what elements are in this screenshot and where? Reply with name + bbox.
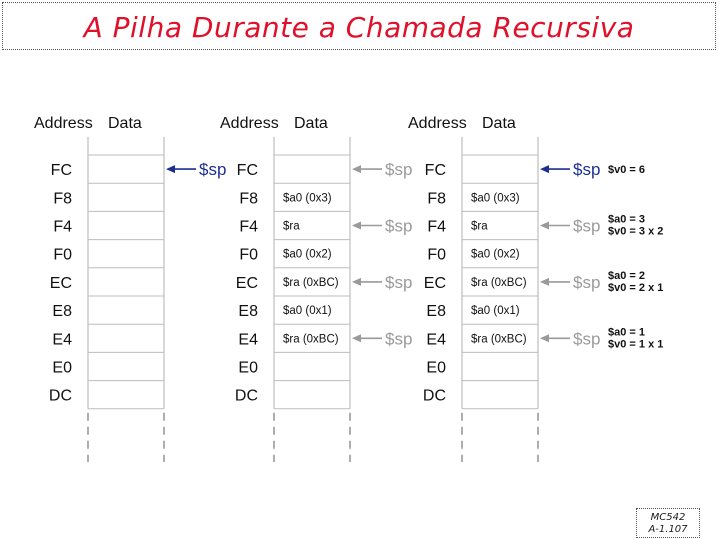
address-label: F0 (427, 247, 446, 264)
sp-arrow-head (540, 221, 549, 230)
address-label: EC (236, 275, 258, 292)
stack-cell-value: $a0 (0x3) (471, 192, 520, 204)
address-label: F8 (427, 190, 446, 207)
address-label: F4 (53, 219, 72, 236)
address-label: FC (237, 162, 258, 179)
header-address: Address (34, 115, 93, 132)
register-annotation: $v0 = 3 x 2 (608, 226, 663, 238)
stack-cell-value: $ra (0xBC) (471, 277, 527, 289)
footer-course: MC542 (650, 512, 686, 523)
stack-cell-value: $ra (0xBC) (471, 333, 527, 345)
address-label: DC (235, 388, 258, 405)
sp-arrow-head (540, 165, 549, 174)
address-label: E8 (52, 303, 72, 320)
address-label: E0 (238, 360, 258, 377)
slide-title: A Pilha Durante a Chamada Recursiva (83, 11, 635, 44)
address-label: EC (424, 275, 446, 292)
address-label: F8 (53, 190, 72, 207)
stack-cell-value: $a0 (0x1) (283, 305, 332, 317)
address-label: E8 (238, 303, 258, 320)
stack-cell-value: $a0 (0x2) (471, 249, 520, 261)
header-data: Data (294, 115, 328, 132)
stack-cell-value: $ra (283, 221, 300, 233)
address-label: FC (425, 162, 446, 179)
stack-cell-value: $a0 (0x3) (283, 192, 332, 204)
register-annotation: $v0 = 2 x 1 (608, 282, 663, 294)
address-label: F0 (239, 247, 258, 264)
sp-arrow-head (352, 221, 361, 230)
address-label: E4 (426, 331, 446, 348)
register-annotation: $a0 = 3 (608, 214, 645, 226)
stack-cell-value: $ra (471, 221, 488, 233)
sp-label: $sp (385, 160, 412, 179)
footer-page: A-1.107 (648, 524, 688, 535)
header-address: Address (220, 115, 279, 132)
sp-label: $sp (573, 217, 600, 236)
stack-cell-value: $a0 (0x1) (471, 305, 520, 317)
sp-arrow-head (352, 334, 361, 343)
sp-label: $sp (385, 329, 412, 348)
header-address: Address (408, 115, 467, 132)
address-label: DC (423, 388, 446, 405)
sp-arrow-head (166, 165, 175, 174)
sp-arrow-head (352, 165, 361, 174)
address-label: EC (50, 275, 72, 292)
register-annotation: $v0 = 1 x 1 (608, 338, 663, 350)
address-label: DC (49, 388, 72, 405)
header-data: Data (482, 115, 516, 132)
sp-label: $sp (199, 160, 226, 179)
sp-label: $sp (385, 273, 412, 292)
stack-cell-value: $ra (0xBC) (283, 277, 339, 289)
address-label: F4 (427, 219, 446, 236)
address-label: FC (51, 162, 72, 179)
register-annotation: $a0 = 2 (608, 270, 645, 282)
sp-label: $sp (573, 160, 600, 179)
address-label: E4 (238, 331, 258, 348)
address-label: E0 (426, 360, 446, 377)
title-box: A Pilha Durante a Chamada Recursiva (2, 2, 716, 50)
address-label: F4 (239, 219, 258, 236)
header-data: Data (108, 115, 142, 132)
address-label: E4 (52, 331, 72, 348)
sp-arrow-head (352, 277, 361, 286)
sp-arrow-head (540, 277, 549, 286)
address-label: E8 (426, 303, 446, 320)
address-label: F0 (53, 247, 72, 264)
sp-label: $sp (573, 273, 600, 292)
register-annotation: $a0 = 1 (608, 326, 645, 338)
footer-box: MC542 A-1.107 (636, 508, 700, 538)
sp-label: $sp (385, 217, 412, 236)
stack-cell-value: $ra (0xBC) (283, 333, 339, 345)
register-annotation: $v0 = 6 (608, 164, 645, 176)
sp-label: $sp (573, 329, 600, 348)
address-label: E0 (52, 360, 72, 377)
sp-arrow-head (540, 334, 549, 343)
address-label: F8 (239, 190, 258, 207)
stack-cell-value: $a0 (0x2) (283, 249, 332, 261)
